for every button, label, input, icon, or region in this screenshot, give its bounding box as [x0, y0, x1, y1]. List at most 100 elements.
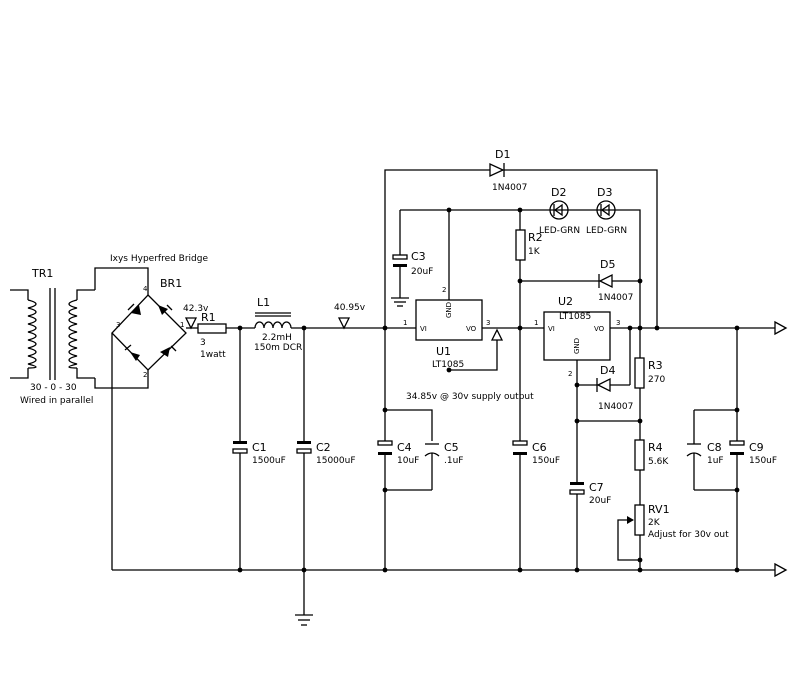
probe-42v-label: 42.3v — [183, 304, 209, 314]
l1-value: 2.2mH — [262, 333, 292, 343]
ground-icon — [295, 614, 313, 626]
u2-pin3: 3 — [616, 319, 620, 327]
ground-icon — [391, 297, 409, 307]
capacitor-c7: C7 20uF — [569, 481, 611, 570]
br1-title: Ixys Hyperfred Bridge — [110, 254, 208, 264]
tr1-note: Wired in parallel — [20, 396, 93, 406]
capacitor-c2: C2 15000uF — [296, 328, 356, 615]
regulator-u1: VI VO GND 1 2 3 U1 LT1085 — [403, 286, 490, 370]
u2-ref: U2 — [558, 295, 573, 308]
br1-pin4: 4 — [143, 285, 148, 293]
tr1-label: 30 - 0 - 30 — [30, 383, 77, 393]
potentiometer-rv1: RV1 2K Adjust for 30v out — [617, 503, 729, 570]
r1-ref: R1 — [201, 311, 216, 324]
r1-value: 3 — [200, 338, 206, 348]
c4-ref: C4 — [397, 441, 412, 454]
led-d3: D3 LED-GRN — [586, 186, 627, 236]
c7-ref: C7 — [589, 481, 604, 494]
d2-value: LED-GRN — [539, 226, 580, 236]
diode-d4: D4 1N4007 — [596, 364, 633, 412]
rv1-value: 2K — [648, 518, 661, 528]
resistor-r4: R4 5.6K — [634, 439, 669, 505]
bridge-diode-icon — [130, 352, 140, 361]
d2-ref: D2 — [551, 186, 566, 199]
junction-dots — [237, 207, 740, 573]
rv1-note: Adjust for 30v out — [648, 530, 729, 540]
c7-value: 20uF — [589, 496, 611, 506]
c5-ref: C5 — [444, 441, 459, 454]
probe-42v: 42.3v — [183, 304, 209, 330]
rv1-ref: RV1 — [648, 503, 670, 516]
r4-value: 5.6K — [648, 457, 669, 467]
u1-part: LT1085 — [432, 360, 464, 370]
capacitor-c1: C1 1500uF — [232, 328, 286, 570]
l1-note: 150m DCR — [254, 343, 302, 353]
probe-41v-label: 40.95v — [334, 303, 366, 313]
d1-ref: D1 — [495, 148, 510, 161]
u2-pin1: 1 — [534, 319, 538, 327]
resistor-r1: R1 3 1watt — [197, 311, 227, 360]
r2-ref: R2 — [528, 231, 543, 244]
c5-value: .1uF — [444, 456, 463, 466]
probe-34v-label: 34.85v @ 30v supply output — [406, 392, 534, 402]
c2-ref: C2 — [316, 441, 331, 454]
d3-ref: D3 — [597, 186, 612, 199]
resistor-r2: R2 1K — [515, 210, 543, 328]
diode-d5: D5 1N4007 — [598, 258, 633, 303]
c2-value: 15000uF — [316, 456, 356, 466]
diode-d1: D1 1N4007 — [489, 148, 527, 193]
br1-pin2: 2 — [143, 371, 147, 379]
capacitor-c6: C6 150uF — [512, 328, 560, 570]
capacitor-c5: C5 .1uF — [424, 441, 463, 490]
br1-ref: BR1 — [160, 277, 182, 290]
c1-value: 1500uF — [252, 456, 286, 466]
r3-ref: R3 — [648, 359, 663, 372]
bridge-br1: BR1 Ixys Hyperfred Bridge 4 3 2 1 — [110, 254, 208, 379]
resistor-r3: R3 270 — [634, 328, 665, 440]
secondary-winding-icon — [68, 299, 78, 369]
u2-vi: VI — [548, 325, 555, 333]
tr1-ref: TR1 — [31, 267, 53, 280]
c6-value: 150uF — [532, 456, 560, 466]
u2-gnd: GND — [573, 338, 581, 354]
u1-pin1: 1 — [403, 319, 407, 327]
led-d2: D2 LED-GRN — [539, 186, 580, 236]
c9-ref: C9 — [749, 441, 764, 454]
transformer-tr1: TR1 30 - 0 - 30 Wired in parallel — [10, 267, 95, 406]
u2-pin2: 2 — [568, 370, 572, 378]
c1-ref: C1 — [252, 441, 267, 454]
c3-ref: C3 — [411, 250, 426, 263]
r4-ref: R4 — [648, 441, 663, 454]
bridge-diode-icon — [158, 305, 168, 315]
d1-value: 1N4007 — [492, 183, 527, 193]
c4-value: 10uF — [397, 456, 419, 466]
d5-value: 1N4007 — [598, 293, 633, 303]
primary-winding-icon — [27, 299, 37, 369]
bridge-diode-icon — [160, 347, 170, 357]
c3-value: 20uF — [411, 267, 433, 277]
u1-pin2: 2 — [442, 286, 446, 294]
capacitor-c4: C4 10uF — [377, 328, 419, 570]
r3-value: 270 — [648, 375, 665, 385]
capacitor-c3: C3 20uF — [392, 210, 433, 298]
d4-value: 1N4007 — [598, 402, 633, 412]
c8-value: 1uF — [707, 456, 724, 466]
capacitor-c8: C8 1uF — [686, 410, 724, 490]
u1-vi: VI — [420, 325, 427, 333]
d3-value: LED-GRN — [586, 226, 627, 236]
r1-note: 1watt — [200, 350, 226, 360]
capacitor-c9: C9 150uF — [729, 440, 777, 570]
inductor-l1: L1 2.2mH 150m DCR — [254, 296, 302, 353]
u1-vo: VO — [466, 325, 477, 333]
l1-ref: L1 — [257, 296, 270, 309]
inductor-coil-icon — [254, 321, 292, 329]
probe-41v: 40.95v — [334, 303, 366, 330]
u1-ref: U1 — [436, 345, 451, 358]
u2-vo: VO — [594, 325, 605, 333]
c8-ref: C8 — [707, 441, 722, 454]
br1-pin3: 3 — [116, 321, 120, 329]
u2-part: LT1085 — [559, 312, 591, 322]
d5-ref: D5 — [600, 258, 615, 271]
d4-ref: D4 — [600, 364, 615, 377]
